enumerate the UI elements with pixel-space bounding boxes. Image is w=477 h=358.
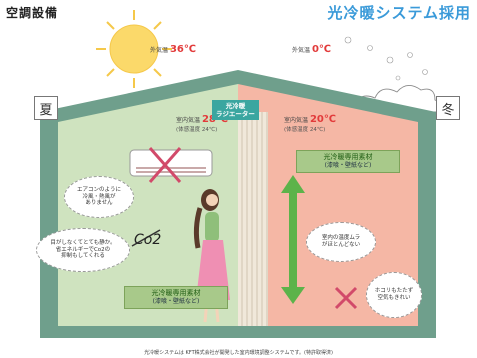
- vertical-arrow-icon: [281, 175, 305, 304]
- woman-figure: [193, 189, 230, 323]
- footnote: 光冷暖システムは KFT株式会社が開発した室内環境調整システムです。(特許取得済…: [144, 350, 333, 356]
- outdoor-temp-summer: 外気温 36℃: [150, 44, 196, 55]
- bubble-even-temperature: 室内の温度ムラがほとんどない: [306, 222, 376, 262]
- bubble-quiet-eco: 目がしなくてとても静か。省エネルギーでCo2の抑制もしてくれる: [36, 228, 130, 272]
- page-title: 空調設備: [6, 6, 59, 20]
- co2-label: Co2: [134, 232, 162, 248]
- radiator: [238, 112, 268, 326]
- radiator-label: 光冷暖ラジエーター: [212, 100, 259, 121]
- indoor-temp-winter: 室内気温 20℃ (体感温度 24℃): [284, 114, 336, 133]
- headline: 光冷暖システム採用: [327, 4, 471, 22]
- material-panel-summer: 光冷暖専用素材(漆喰・壁紙など): [124, 286, 228, 309]
- sun-icon: [96, 10, 172, 88]
- material-panel-winter: 光冷暖専用素材(漆喰・壁紙など): [296, 150, 400, 173]
- bubble-no-airflow: エアコンのように冷風・熱風がありません: [64, 176, 134, 218]
- dust-icon: [334, 286, 358, 310]
- air-conditioner-icon: [129, 147, 213, 183]
- co2-strike: [131, 229, 161, 247]
- season-summer-badge: 夏: [34, 96, 58, 120]
- outdoor-temp-winter: 外気温 0℃: [292, 44, 332, 55]
- snowflake-icon: [344, 36, 428, 81]
- bubble-clean-air: ホコリもたたず空気もきれい: [366, 272, 422, 318]
- season-winter-badge: 冬: [436, 96, 460, 120]
